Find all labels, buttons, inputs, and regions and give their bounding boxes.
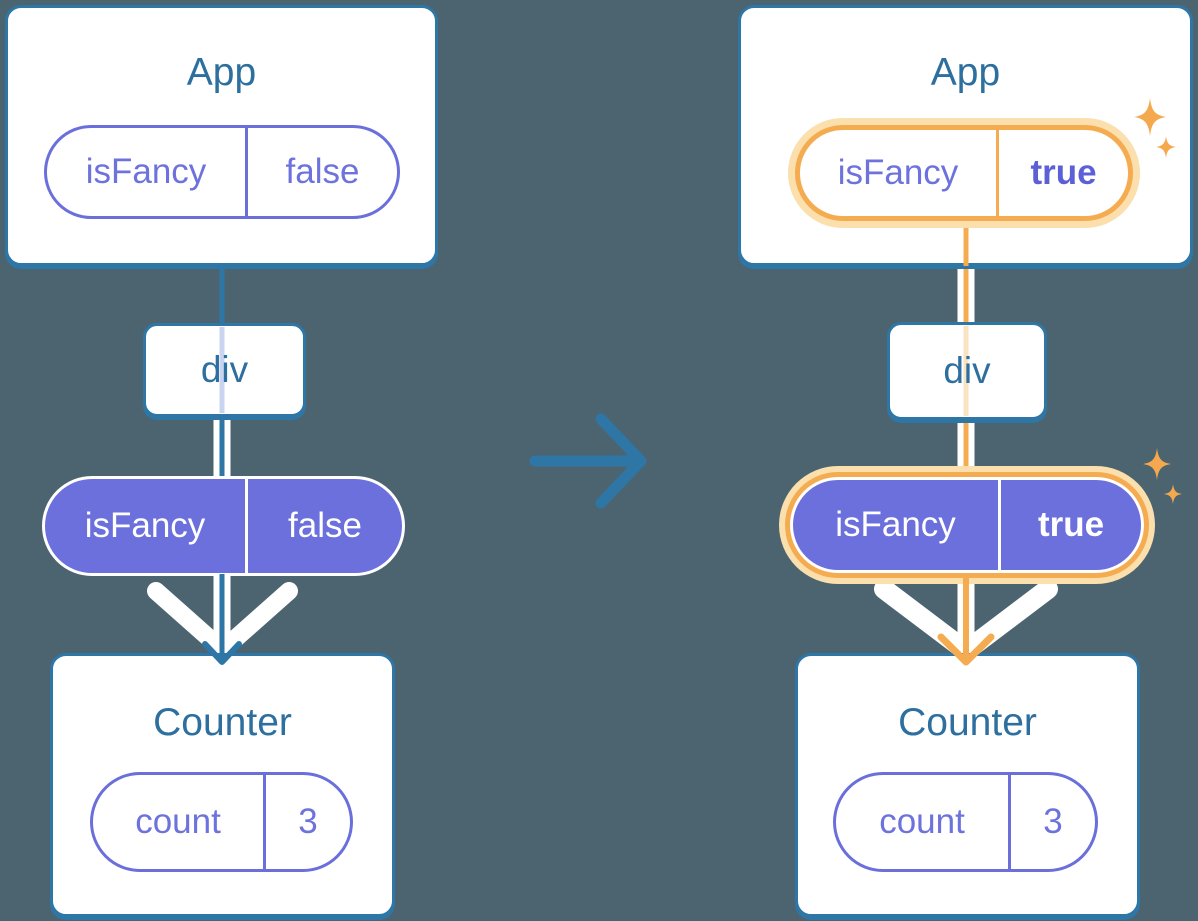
pill-divider [998,480,1001,570]
counter-state-pill: count 3 [90,772,353,872]
pill-key: isFancy [84,506,206,545]
pill-divider [245,128,248,216]
counter-title: Counter [153,701,292,744]
counter-title-after: Counter [898,701,1037,744]
app-state-pill: isFancy false [44,125,400,219]
app-title: App [186,51,257,94]
pill-divider [263,775,266,869]
pill-key: isFancy [835,505,956,544]
pill-value: false [285,152,360,191]
app-state-pill-highlighted: isFancy true [795,125,1133,221]
pill-value: true [1037,505,1105,544]
sparkle-icon [1134,98,1176,158]
pill-divider [245,479,248,573]
pill-key: count [879,802,965,841]
prop-pill-highlighted: isFancy true [790,477,1144,573]
sparkle-icon [1143,448,1182,504]
app-title-after: App [930,51,1001,94]
pill-key: isFancy [837,153,959,192]
down-arrowhead-icon [937,633,995,666]
pill-value: false [288,506,362,545]
pill-key: count [135,802,221,841]
pill-key: isFancy [85,152,207,191]
div-label: div [200,349,249,390]
pill-value: 3 [1043,802,1063,841]
div-label-after: div [943,350,991,391]
pill-divider [996,130,999,216]
right-arrow-icon [529,413,647,509]
pill-divider [1008,775,1011,869]
down-arrowhead-icon [202,641,242,665]
pill-value: true [1030,153,1097,192]
pill-value: 3 [298,802,318,841]
counter-state-pill-after: count 3 [833,772,1098,872]
